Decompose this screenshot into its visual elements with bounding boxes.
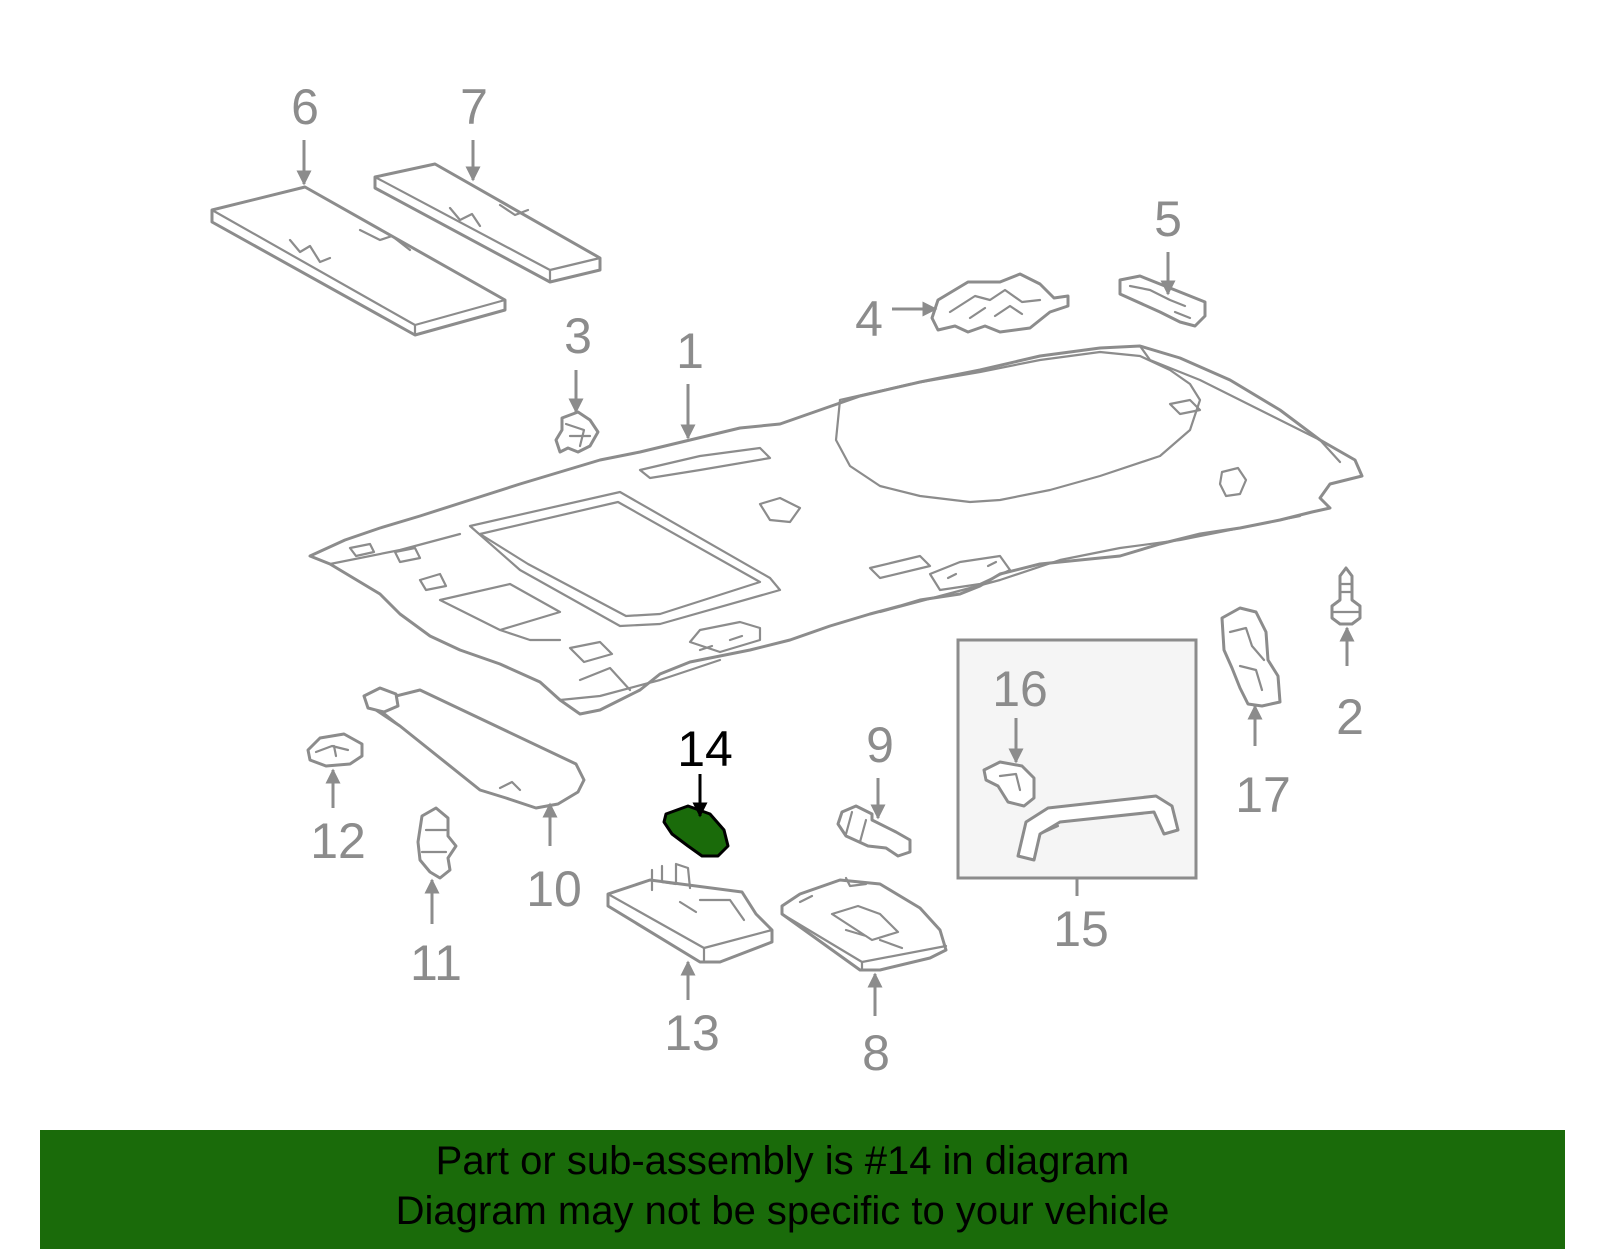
callout-11: 11: [410, 935, 462, 991]
info-banner: Part or sub-assembly is #14 in diagram D…: [40, 1130, 1565, 1249]
banner-part-note: Part or sub-assembly is #14 in diagram: [435, 1139, 1130, 1183]
assist-grip[interactable]: [1016, 794, 1180, 862]
part-5-clip[interactable]: [1118, 274, 1207, 328]
callout-8: 8: [862, 1025, 890, 1081]
part-12-holder[interactable]: [306, 732, 364, 768]
part-3-clip[interactable]: [554, 410, 600, 454]
callout-13: 13: [664, 1005, 720, 1061]
part-17-bracket[interactable]: [1220, 606, 1282, 708]
part-14-lens[interactable]: [662, 804, 730, 858]
part-15-grip-group[interactable]: [956, 638, 1198, 880]
part-10-sun-visor[interactable]: [362, 686, 586, 810]
banner-disclaimer: Diagram may not be specific to your vehi…: [395, 1189, 1170, 1233]
callout-9: 9: [866, 717, 894, 773]
callout-4: 4: [855, 291, 883, 347]
part-8-console[interactable]: [780, 876, 948, 972]
callout-15: 15: [1053, 901, 1109, 957]
part-16-cap[interactable]: [982, 760, 1036, 808]
callout-7: 7: [460, 79, 488, 135]
callout-3: 3: [564, 308, 592, 364]
part-11-clip[interactable]: [416, 806, 458, 880]
callout-14: 14: [677, 721, 733, 777]
part-1-headliner[interactable]: [308, 344, 1364, 716]
part-6-pad[interactable]: [210, 185, 507, 337]
part-7-pad[interactable]: [373, 162, 602, 284]
callout-12: 12: [310, 813, 366, 869]
part-13-lamp[interactable]: [606, 862, 774, 964]
callout-6: 6: [291, 79, 319, 135]
part-4-bracket[interactable]: [930, 272, 1070, 334]
callout-16: 16: [992, 661, 1048, 717]
callout-10: 10: [526, 861, 582, 917]
callout-5: 5: [1154, 191, 1182, 247]
callout-17: 17: [1235, 767, 1291, 823]
part-2-screw[interactable]: [1330, 566, 1362, 626]
callout-2: 2: [1336, 689, 1364, 745]
callout-1: 1: [676, 323, 704, 379]
part-9-bulb[interactable]: [836, 804, 912, 858]
